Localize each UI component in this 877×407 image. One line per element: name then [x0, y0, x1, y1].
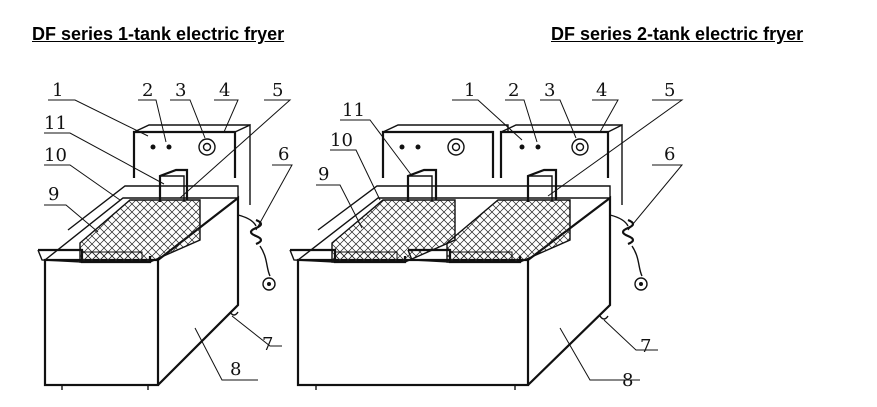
fryer-1-leader-lines: [44, 99, 293, 381]
fryer-1-element-head: [158, 168, 189, 202]
fryer-2-power-cord: [609, 214, 648, 291]
callout-1: 1: [52, 80, 63, 101]
callout-3: 3: [544, 80, 555, 101]
fryer-2-tank: 1 2 3 4 5 6 7 8 9 10 11: [289, 80, 684, 391]
callout-11: 11: [44, 113, 67, 134]
callout-2: 2: [508, 80, 519, 101]
callout-8: 8: [622, 370, 633, 391]
callout-7: 7: [262, 334, 273, 355]
callout-8: 8: [230, 359, 241, 380]
fryer-1-callouts: 1 2 3 4 5 6 7 8 9 10 11: [44, 80, 289, 380]
callout-3: 3: [175, 80, 186, 101]
title-1-tank-fryer: DF series 1-tank electric fryer: [32, 24, 285, 44]
callout-2: 2: [142, 80, 153, 101]
callout-5: 5: [664, 80, 675, 101]
callout-5: 5: [272, 80, 283, 101]
title-2-tank-fryer: DF series 2-tank electric fryer: [551, 24, 804, 44]
callout-4: 4: [596, 80, 607, 101]
fryer-2-leader-lines: [316, 99, 684, 381]
fryer-2-control-heads: [381, 123, 623, 205]
callout-9: 9: [318, 164, 329, 185]
callout-10: 10: [44, 145, 67, 166]
fryer-1-tank: 1 2 3 4 5 6 7 8 9 10 11: [37, 80, 293, 390]
fryer-2-callouts: 1 2 3 4 5 6 7 8 9 10 11: [318, 80, 675, 391]
callout-11: 11: [342, 100, 365, 121]
fryer-1-basket: [37, 185, 239, 264]
callout-10: 10: [330, 130, 353, 151]
callout-7: 7: [640, 336, 651, 357]
callout-1: 1: [464, 80, 475, 101]
fryer-1-control-head: [132, 123, 251, 205]
callout-6: 6: [664, 144, 675, 165]
callout-6: 6: [278, 144, 289, 165]
fryer-1-power-cord: [237, 214, 276, 291]
callout-4: 4: [219, 80, 230, 101]
fryer-2-baskets: [289, 185, 611, 264]
callout-9: 9: [48, 184, 59, 205]
